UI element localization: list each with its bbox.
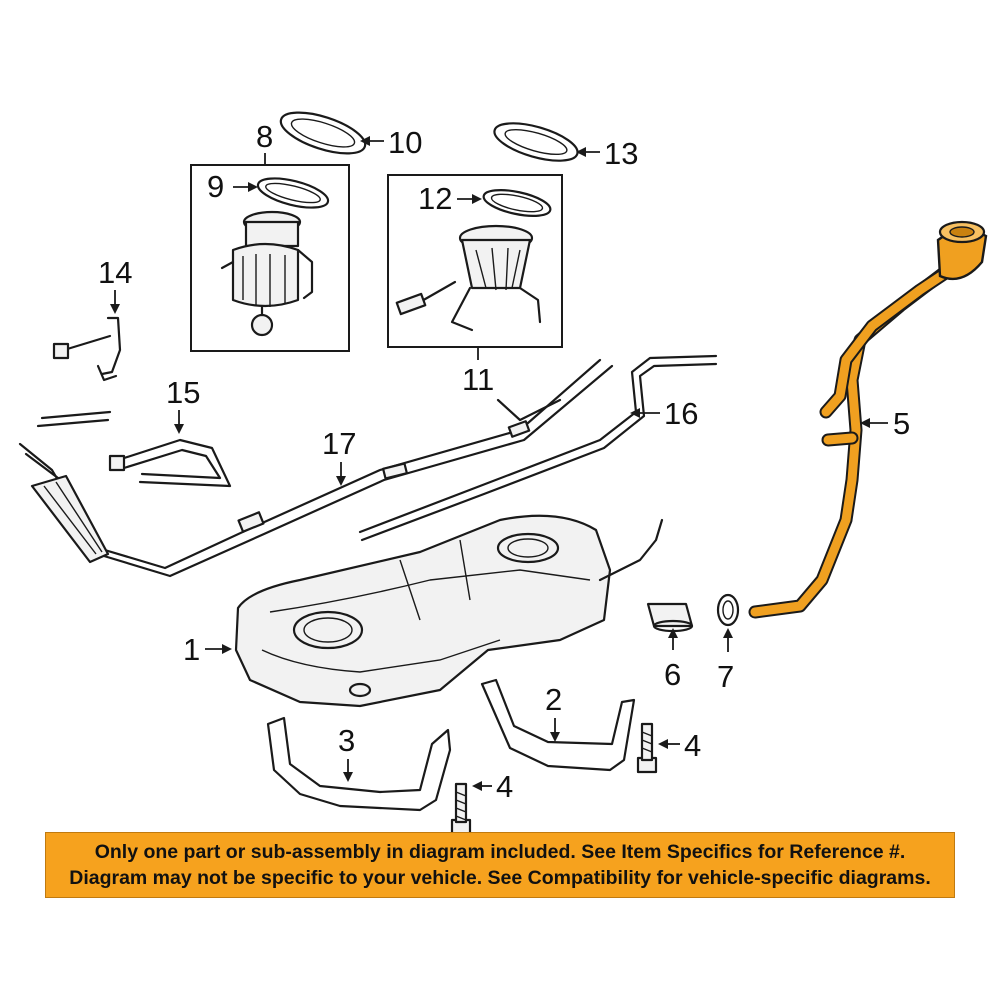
bolt-part-4a [450,782,472,836]
callout-1: 1 [183,632,200,667]
callout-2: 2 [545,682,562,717]
lock-ring-part-13 [493,122,579,162]
strap-part-2 [480,678,636,772]
callout-17: 17 [322,426,356,461]
callout-5: 5 [893,406,910,441]
fuel-pump-box-8 [190,164,350,352]
lock-ring-part-10 [279,111,367,155]
callout-7: 7 [717,659,734,694]
filler-neck-part-5 [748,220,988,619]
callout-4b: 4 [684,728,701,763]
callout-12: 12 [418,181,452,216]
disclaimer-banner: Only one part or sub-assembly in diagram… [45,832,955,898]
callout-3: 3 [338,723,355,758]
seal-part-12 [482,189,552,217]
hose-part-6 [646,602,694,633]
seal-part-9 [256,177,330,209]
hose-part-15 [108,438,232,488]
callout-15: 15 [166,375,200,410]
callout-8: 8 [256,119,273,154]
fuel-tank-part-1 [234,514,664,708]
callout-11: 11 [462,362,494,397]
disclaimer-line-2: Diagram may not be specific to your vehi… [69,867,931,889]
vapor-line-part-16 [358,354,718,542]
fuel-level-sender [395,224,542,332]
clamp-part-7 [716,593,740,627]
fuel-line-part-17 [18,358,614,578]
callout-14: 14 [98,255,132,290]
callout-6: 6 [664,657,681,692]
bolt-part-4b [636,722,658,774]
bracket-part-14 [52,316,122,382]
strap-part-3 [266,716,452,812]
callout-13: 13 [604,136,638,171]
fuel-pump-module [220,210,314,337]
callout-16: 16 [664,396,698,431]
disclaimer-line-1: Only one part or sub-assembly in diagram… [94,841,906,863]
callout-10: 10 [388,125,422,160]
callout-4a: 4 [496,769,513,804]
callout-9: 9 [207,169,224,204]
sender-box-11 [387,174,563,348]
